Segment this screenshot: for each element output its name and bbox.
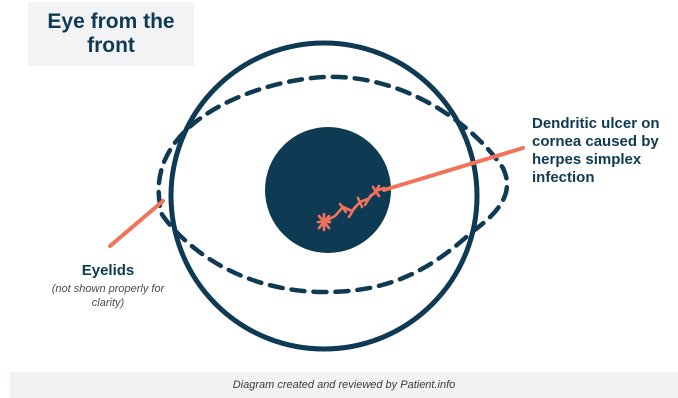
eyelids-dashed-outline [156, 74, 510, 295]
eyelids-label: Eyelids [81, 262, 135, 279]
eyelids-note: (not shown properly for clarity) [51, 283, 165, 309]
title-panel: Eye from the front [28, 2, 194, 66]
footer-bar: Diagram created and reviewed by Patient.… [10, 372, 678, 398]
ulcer-label: Dendritic ulcer on cornea caused by herp… [532, 115, 660, 186]
cornea [265, 127, 391, 253]
eyelids-label-group: Eyelids (not shown properly for clarity) [38, 262, 178, 310]
ulcer-pointer-line [382, 146, 525, 192]
dendritic-ulcer [316, 184, 386, 232]
eyeball-outline [168, 40, 480, 352]
eyelids-pointer-line [108, 199, 165, 248]
eye-diagram [108, 40, 525, 352]
diagram-title: Eye from the front [47, 10, 175, 57]
footer-credit: Diagram created and reviewed by Patient.… [232, 379, 456, 391]
